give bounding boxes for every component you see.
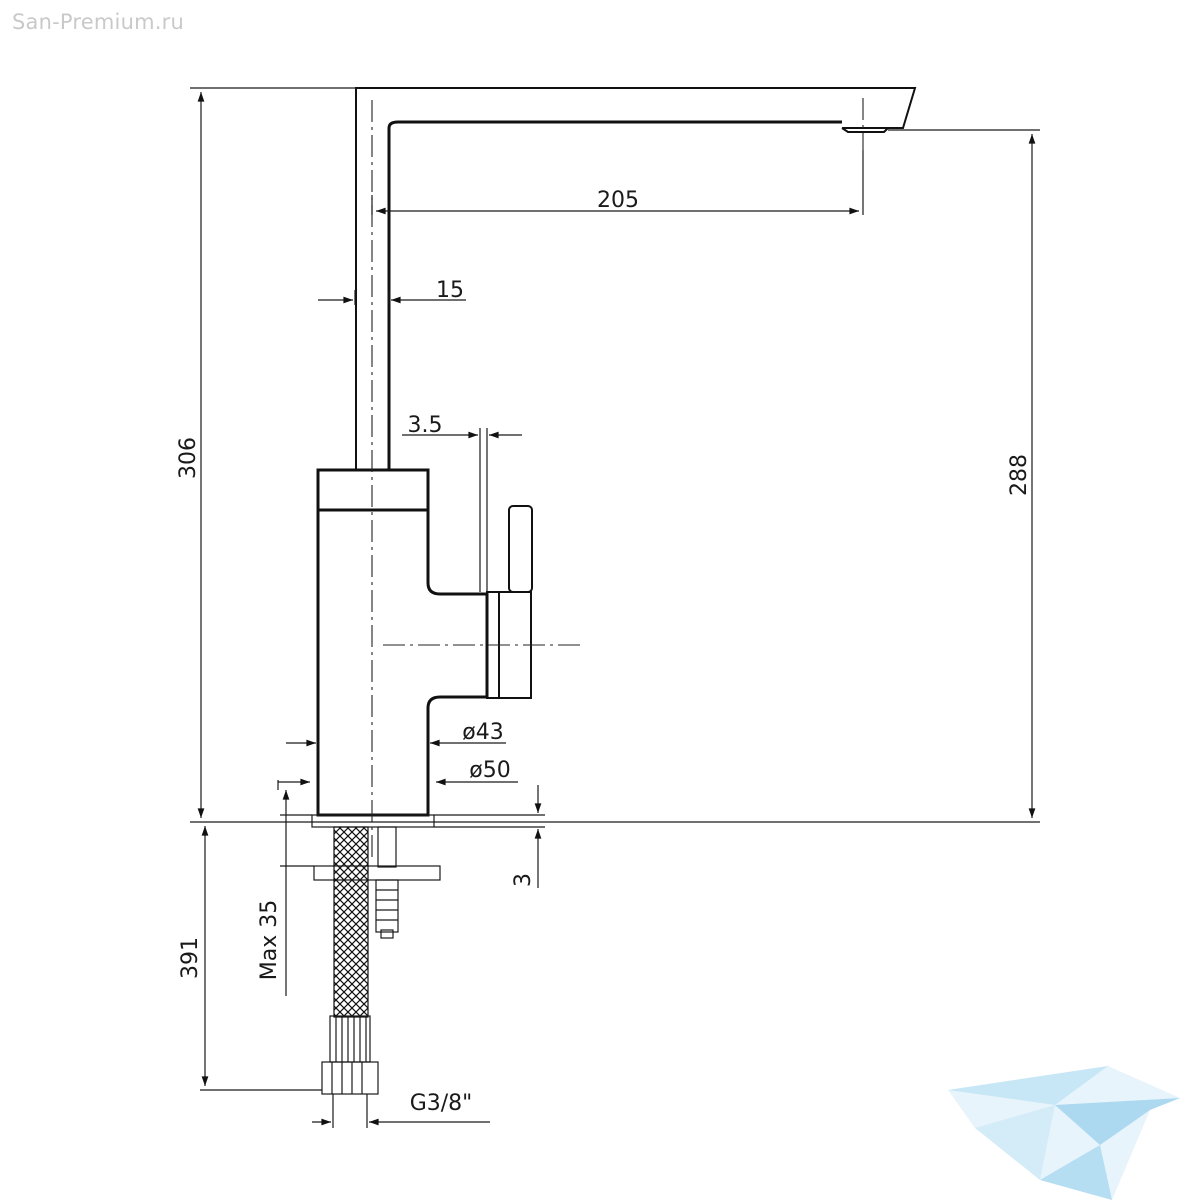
center-lines (371, 98, 864, 860)
site-watermark: San-Premium.ru (12, 10, 184, 34)
extension-lines (190, 87, 1040, 1128)
dimension-labels: 306 288 205 15 3.5 ø43 ø50 3 Max 35 391 … (176, 188, 1032, 1116)
watermark-logo (948, 1066, 1180, 1200)
label-max-counter-thickness: Max 35 (257, 900, 282, 980)
label-total-height: 306 (176, 437, 201, 479)
label-base-thickness: 3 (511, 873, 536, 887)
label-body-diameter: ø43 (462, 720, 503, 745)
label-spout-height: 288 (1007, 454, 1032, 496)
label-spout-width: 15 (436, 278, 464, 303)
dimension-lines (197, 92, 1036, 1126)
faucet-outline (311, 87, 917, 939)
label-spout-reach: 205 (597, 188, 639, 213)
label-hose-length: 391 (178, 937, 203, 979)
braided-hose (321, 826, 379, 1095)
label-base-diameter: ø50 (469, 758, 510, 783)
label-thread-size: G3/8" (410, 1091, 473, 1116)
label-handle-offset: 3.5 (408, 413, 443, 438)
